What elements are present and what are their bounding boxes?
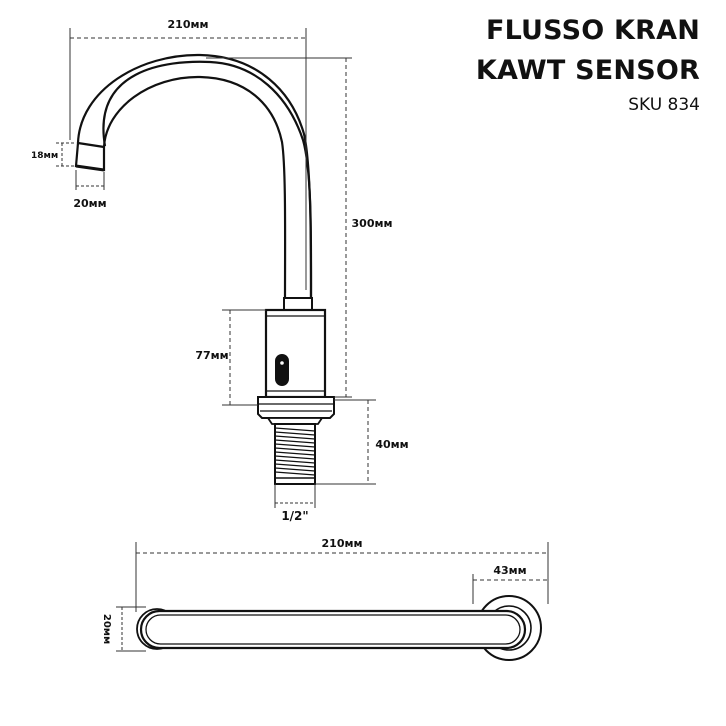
tube-inner-curve <box>102 75 287 299</box>
product-title-line-2: KAWT SENSOR <box>475 55 700 86</box>
product-title-line-1: FLUSSO KRAN <box>485 15 700 46</box>
dim-label-top-width: 210мм <box>322 537 363 550</box>
gooseneck-inner-line <box>77 46 328 298</box>
dim-label-body-height: 77мм <box>195 349 228 362</box>
shank-threads <box>275 427 315 476</box>
dim-label-thread-size: 1/2" <box>281 509 308 523</box>
sensor-body <box>264 308 327 399</box>
top-view-dimensions <box>116 542 549 652</box>
dim-label-side-width: 210мм <box>168 18 209 31</box>
spout-bar <box>139 609 527 650</box>
dim-label-spout-height: 18мм <box>31 151 58 161</box>
dim-label-total-height: 300мм <box>352 217 393 230</box>
dim-label-top-height: 20мм <box>101 614 112 644</box>
base-flange <box>257 396 335 419</box>
faucet-side-view <box>74 46 335 485</box>
side-view-dimensions <box>56 28 376 508</box>
sku-label: SKU 834 <box>628 95 700 115</box>
spout-bar-inner <box>145 614 521 645</box>
dim-label-base-diameter: 43мм <box>493 564 526 577</box>
tube-outer-curve <box>76 53 313 299</box>
neck-collar <box>283 297 313 311</box>
sensor-window <box>275 354 289 386</box>
faucet-top-view <box>136 595 542 661</box>
dim-label-shank-length: 40мм <box>375 438 408 451</box>
dim-label-spout-width: 20мм <box>73 197 106 210</box>
base-washer <box>266 417 324 425</box>
